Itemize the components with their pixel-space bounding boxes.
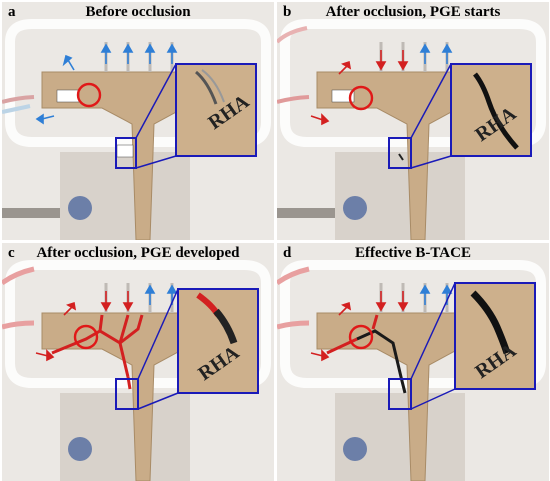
panel-d-photo: RHA bbox=[277, 243, 549, 481]
panel-b-title: After occlusion, PGE starts bbox=[325, 4, 501, 20]
panel-b-photo: RHA bbox=[277, 2, 549, 240]
panel-a: RHA a Before occlusion bbox=[2, 2, 274, 240]
panel-c-letter: c bbox=[8, 245, 15, 261]
panel-b-letter: b bbox=[283, 4, 292, 20]
panel-a-title: Before occlusion bbox=[85, 4, 191, 20]
panel-a-photo: RHA bbox=[2, 2, 274, 240]
panel-b: RHA b After occlusion, PGE starts bbox=[277, 2, 549, 240]
panel-d-title: Effective B-TACE bbox=[355, 245, 471, 261]
panel-c: RHA c After occlusion, PGE developed bbox=[2, 243, 274, 481]
panel-a-letter: a bbox=[8, 4, 16, 20]
panel-d-letter: d bbox=[283, 245, 292, 261]
panel-d: RHA d Effective B-TACE bbox=[277, 243, 549, 481]
panel-c-title: After occlusion, PGE developed bbox=[36, 245, 240, 261]
panel-c-photo: RHA bbox=[2, 243, 274, 481]
